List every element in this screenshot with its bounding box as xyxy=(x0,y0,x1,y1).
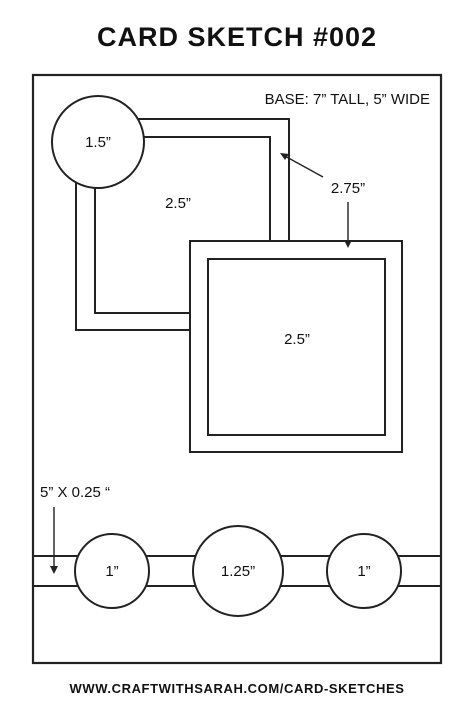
mat-arrow-head-2 xyxy=(344,240,352,248)
strip-size-label: 5” X 0.25 “ xyxy=(40,484,110,501)
strip-arrow-head xyxy=(50,566,58,574)
base-size-label: BASE: 7” TALL, 5” WIDE xyxy=(265,91,430,108)
circle-left-label: 1” xyxy=(105,563,118,580)
circle-right-outline xyxy=(326,533,402,609)
front-square-outline xyxy=(207,258,386,436)
top-circle-outline xyxy=(51,95,145,189)
circle-center-label: 1.25” xyxy=(221,563,255,580)
footer-url: WWW.CRAFTWITHSARAH.COM/CARD-SKETCHES xyxy=(69,681,405,696)
circle-center-outline xyxy=(192,525,284,617)
back-square-label: 2.5” xyxy=(165,195,191,212)
card-base-outline xyxy=(31,73,443,665)
top-circle-label: 1.5” xyxy=(85,134,111,151)
mat-arrow-head-1 xyxy=(280,153,289,160)
page-title: CARD SKETCH #002 xyxy=(96,22,378,52)
circle-left-outline xyxy=(74,533,150,609)
mat-size-label: 2.75” xyxy=(331,180,365,197)
mat-arrow-line-1 xyxy=(282,154,324,178)
circle-right-label: 1” xyxy=(357,563,370,580)
front-square-label: 2.5” xyxy=(284,331,310,348)
